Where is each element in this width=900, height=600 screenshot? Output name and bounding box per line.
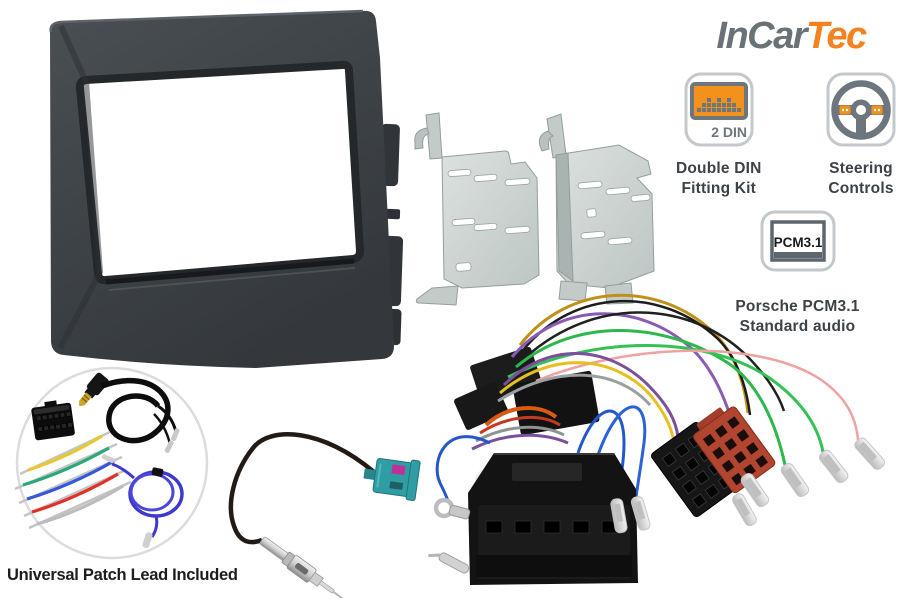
iso-connector-red bbox=[693, 406, 776, 494]
pcm-badge-text: PCM3.1 bbox=[773, 235, 822, 250]
din-aerial-plug bbox=[259, 536, 347, 598]
aerial-cable bbox=[228, 432, 376, 545]
equalizer-dots-glyph bbox=[696, 98, 741, 112]
fitting-brackets-image bbox=[414, 112, 655, 306]
double-din-icon: 2 DIN bbox=[684, 72, 754, 147]
patch-lead-image bbox=[14, 366, 209, 560]
brand-logo-accent: Tec bbox=[806, 15, 867, 57]
steering-label: Steering Controls bbox=[828, 160, 894, 198]
steering-wheel-icon bbox=[826, 72, 896, 147]
feature-steering-controls: Steering Controls bbox=[826, 72, 896, 200]
pcm-screen-icon: PCM3.1 bbox=[760, 210, 835, 272]
patch-jack-plug bbox=[79, 372, 180, 453]
brand-logo: InCarTec bbox=[688, 10, 894, 62]
double-din-label: Double DIN Fitting Kit bbox=[676, 160, 762, 198]
brand-logo-primary: InCar bbox=[716, 15, 807, 57]
fakra-connector bbox=[363, 458, 421, 502]
feature-pcm: PCM3.1 Porsche PCM3.1 Standard audio bbox=[710, 210, 885, 338]
feature-double-din: 2 DIN Double DIN Fitting Kit bbox=[676, 72, 762, 200]
patch-connector-block bbox=[31, 400, 75, 441]
pcm-label: Porsche PCM3.1 Standard audio bbox=[735, 298, 860, 336]
patch-lead-caption: Universal Patch Lead Included bbox=[7, 566, 238, 584]
fascia-panel-image bbox=[49, 9, 404, 369]
bracket-right bbox=[538, 113, 655, 305]
patch-jumper-wires bbox=[14, 430, 132, 530]
aerial-adapter-image bbox=[228, 432, 421, 598]
steering-buttons bbox=[839, 105, 883, 115]
quadlock-connector bbox=[468, 453, 638, 585]
ring-terminal bbox=[433, 497, 471, 520]
feature-row: 2 DIN Double DIN Fitting Kit bbox=[676, 72, 896, 200]
wiring-harness-image bbox=[428, 293, 885, 585]
crimp-terminals bbox=[428, 437, 885, 574]
bracket-left bbox=[414, 112, 540, 306]
double-din-badge-text: 2 DIN bbox=[711, 124, 747, 140]
patch-blue-coil bbox=[101, 454, 184, 549]
